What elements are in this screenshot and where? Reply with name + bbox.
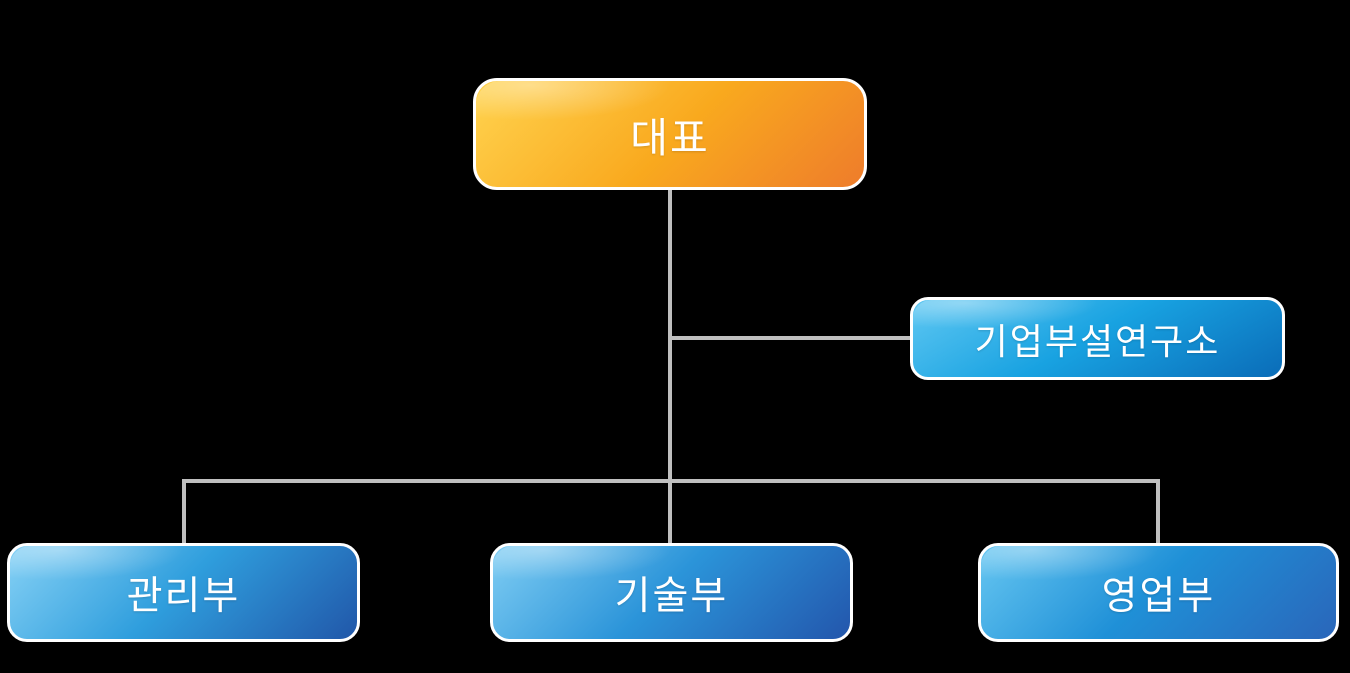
connector-drop-sales xyxy=(1156,479,1160,545)
connector-ceo-trunk xyxy=(668,188,672,545)
connector-ceo-to-research xyxy=(670,336,910,340)
org-node-technical-dept: 기술부 xyxy=(490,543,853,642)
org-node-ceo-label: 대표 xyxy=(630,115,710,161)
org-node-sales-dept-label: 영업부 xyxy=(1101,574,1216,618)
org-node-management-dept: 관리부 xyxy=(7,543,360,642)
connector-drop-management xyxy=(182,479,186,545)
connector-departments-rail xyxy=(182,479,1160,483)
org-node-ceo: 대표 xyxy=(473,78,867,190)
org-node-research-institute: 기업부설연구소 xyxy=(910,297,1285,380)
org-node-sales-dept: 영업부 xyxy=(978,543,1339,642)
org-node-management-dept-label: 관리부 xyxy=(126,574,241,618)
org-node-technical-dept-label: 기술부 xyxy=(614,574,729,618)
org-node-research-institute-label: 기업부설연구소 xyxy=(974,320,1221,362)
